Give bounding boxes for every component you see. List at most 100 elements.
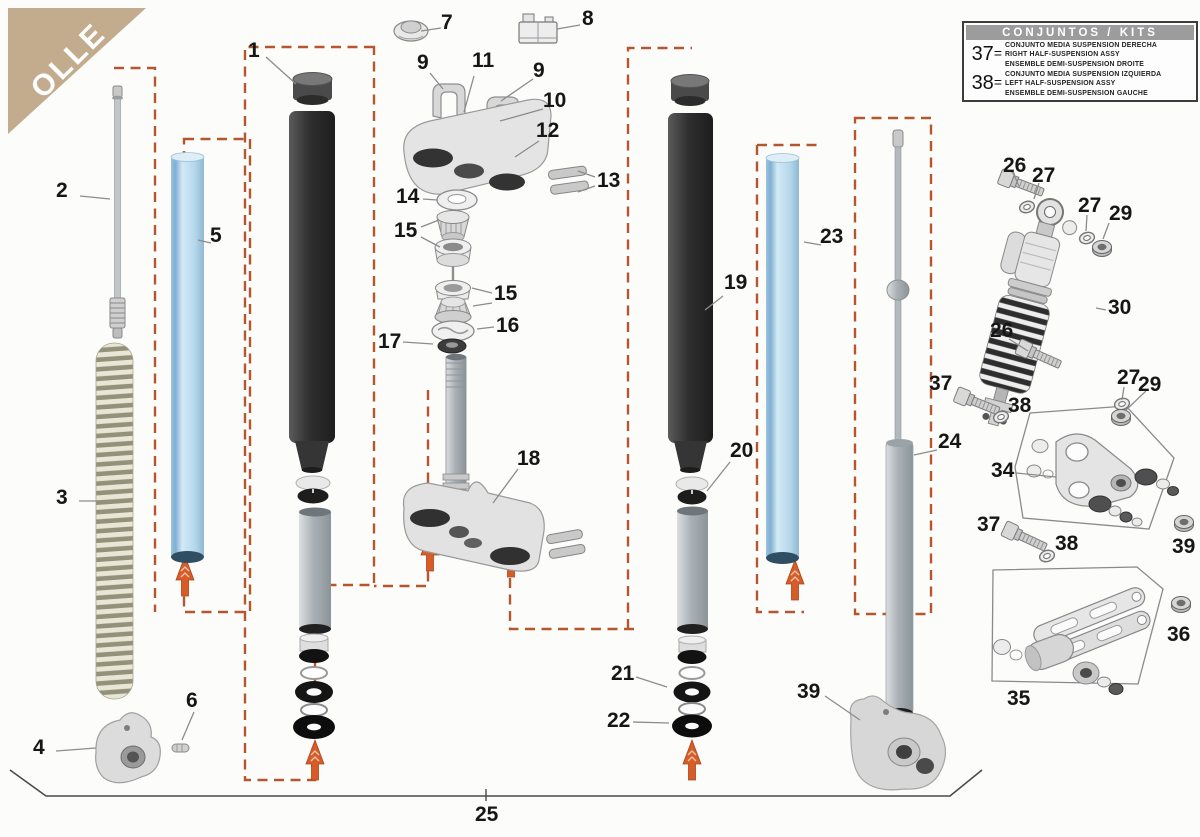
pin-part6	[171, 743, 190, 753]
dashed-box-clamp-left	[374, 390, 430, 588]
rear-shock-part30	[979, 198, 1078, 427]
kit-row-38: 38= CONJUNTO MEDIA SUSPENSION IZQUIERDA …	[966, 70, 1194, 98]
callout-24: 24	[938, 430, 962, 453]
callout-34: 34	[991, 459, 1015, 482]
callout-39a: 39	[1172, 535, 1196, 558]
callout-22: 22	[607, 709, 631, 732]
dashed-box-inner-tube-right	[755, 145, 804, 614]
callout-8: 8	[582, 7, 594, 30]
linkage-rocker-part34	[1014, 405, 1179, 530]
top-triple-clamp-part12	[403, 98, 552, 195]
outer-tube-left-part1	[289, 111, 335, 473]
callout-leader-lines	[55, 24, 1147, 752]
callout-16: 16	[496, 314, 520, 337]
kit-line-english: RIGHT HALF-SUSPENSION ASSY	[1005, 51, 1120, 59]
nut-part39	[1174, 515, 1194, 532]
nut-part29-lower	[1111, 409, 1131, 426]
callout-3: 3	[56, 486, 68, 509]
damper-rod-part2	[109, 85, 126, 339]
bracket-part8	[518, 13, 558, 44]
callout-26b: 26	[990, 319, 1014, 342]
inner-slider-tube-left	[299, 507, 331, 634]
callout-13: 13	[597, 169, 621, 192]
callout-27b: 27	[1078, 194, 1102, 217]
callout-14: 14	[396, 185, 420, 208]
callout-35: 35	[1007, 687, 1031, 710]
callout-29a: 29	[1109, 202, 1133, 225]
slide-bushing-left	[295, 475, 331, 504]
callout-11: 11	[472, 49, 495, 72]
callout-26a: 26	[1003, 154, 1027, 177]
callout-39b: 39	[797, 680, 821, 703]
fork-cap-right	[670, 74, 710, 106]
axle-clamp-right-part39	[849, 695, 947, 791]
dashed-box-rod	[114, 66, 157, 612]
callout-25: 25	[475, 803, 499, 826]
insert-arrow-icon	[305, 739, 325, 781]
kit-line-spanish: CONJUNTO MEDIA SUSPENSION IZQUIERDA	[1005, 70, 1162, 78]
callout-15a: 15	[394, 219, 418, 242]
callout-7: 7	[441, 11, 453, 34]
callout-27c: 27	[1117, 366, 1141, 389]
callout-37b: 37	[977, 513, 1001, 536]
callout-37a: 37	[929, 372, 953, 395]
callout-18: 18	[517, 447, 541, 470]
inner-tube-right-part23	[765, 153, 800, 564]
link-arms-part35	[991, 566, 1164, 695]
notched-washer-part16	[431, 320, 475, 342]
washer-part27-a	[1017, 198, 1037, 216]
kit-line-english: LEFT HALF-SUSPENSION ASSY	[1005, 80, 1116, 88]
equals-sign: =	[993, 45, 1002, 62]
insert-arrow-icon	[785, 559, 805, 601]
slide-bushing-right-part20	[675, 476, 709, 505]
callout-9a: 9	[417, 51, 429, 74]
assembly-bracket-part25	[9, 769, 983, 801]
outer-tube-right-part19	[668, 113, 713, 473]
callout-17: 17	[378, 330, 402, 353]
kit-line-spanish: CONJUNTO MEDIA SUSPENSION DERECHA	[1005, 42, 1158, 49]
kit-description-37: CONJUNTO MEDIA SUSPENSION DERECHA RIGHT …	[1005, 41, 1194, 69]
callout-23: 23	[820, 225, 844, 248]
steering-stem-part18	[402, 353, 545, 572]
callout-1: 1	[248, 39, 260, 62]
inner-tube-left-part5	[170, 152, 205, 563]
seal-stack-right	[672, 635, 712, 738]
nut-part36	[1171, 596, 1191, 613]
pinch-bolts-part13-top	[547, 165, 589, 195]
pinch-bolts-part13-bottom	[546, 529, 586, 559]
callout-29b: 29	[1138, 373, 1162, 396]
callout-38b: 38	[1055, 532, 1079, 555]
kit-line-french: ENSEMBLE DEMI-SUSPENSION GAUCHE	[1005, 89, 1148, 97]
washer-part27-b	[1077, 230, 1097, 246]
callout-20: 20	[730, 439, 754, 462]
dashed-box-cartridge	[853, 116, 933, 616]
insert-arrow-icon	[682, 739, 702, 781]
kit-number-37: 37=	[971, 43, 1002, 66]
dashed-box-clamp-bottom	[508, 578, 640, 631]
bolt-part37-lower	[1000, 520, 1050, 556]
equals-sign: =	[993, 74, 1002, 91]
seal-ring-part17	[437, 338, 467, 354]
callout-10: 10	[543, 89, 567, 112]
callout-27a: 27	[1032, 164, 1056, 187]
callout-12: 12	[536, 119, 560, 142]
callout-15b: 15	[494, 282, 518, 305]
kit-number-38: 38=	[971, 72, 1002, 95]
seal-stack-left	[293, 633, 335, 739]
callout-6: 6	[186, 689, 198, 712]
callout-5: 5	[210, 224, 222, 247]
steering-bearing-lower-part15	[434, 280, 472, 324]
callout-19: 19	[724, 271, 748, 294]
dashed-box-right-fork	[626, 46, 692, 629]
fork-cap-part1	[292, 72, 333, 105]
washer-part38-b	[1037, 547, 1057, 565]
kits-legend-title: CONJUNTOS / KITS	[966, 25, 1194, 40]
callout-2: 2	[56, 179, 68, 202]
washer-part14	[436, 189, 478, 211]
callout-21: 21	[611, 662, 635, 685]
callout-30: 30	[1108, 296, 1132, 319]
inner-slider-tube-right	[677, 506, 708, 634]
callout-38a: 38	[1008, 394, 1032, 417]
